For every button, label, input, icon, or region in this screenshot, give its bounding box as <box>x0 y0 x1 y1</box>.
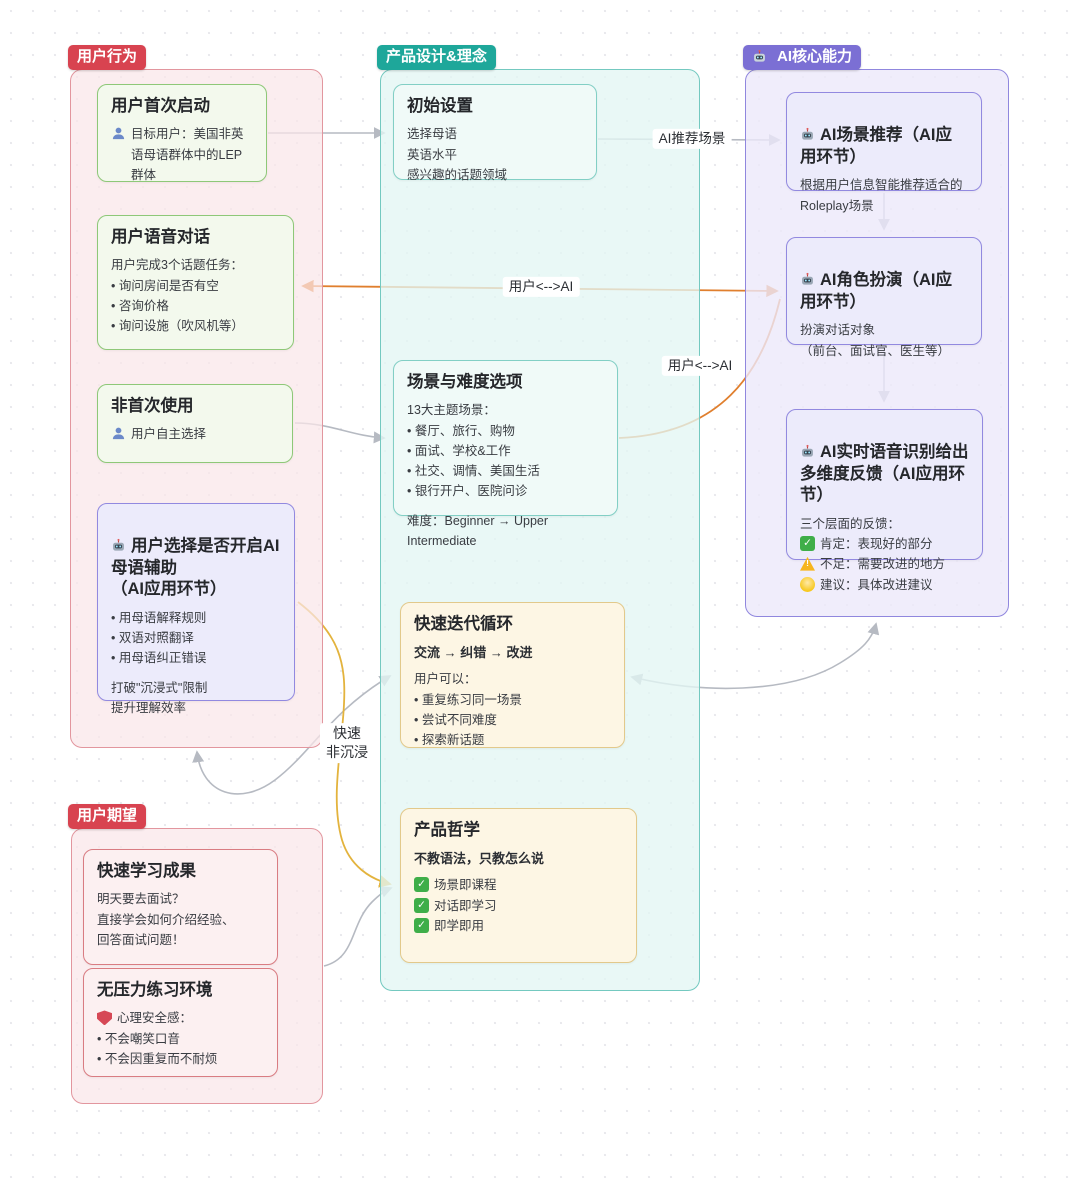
node-quick-results[interactable]: 快速学习成果 明天要去面试？ 直接学会如何介绍经验、 回答面试问题！ <box>83 849 278 965</box>
node-text: • 双语对照翻译 <box>111 631 194 645</box>
robot-icon <box>111 538 126 553</box>
node-text: 感兴趣的话题领域 <box>407 167 508 182</box>
node-title: 快速学习成果 <box>97 862 196 880</box>
node-text: 回答面试问题！ <box>97 932 185 947</box>
node-subtitle: 不教语法，只教怎么说 <box>414 851 545 867</box>
node-title: 场景与难度选项 <box>407 373 523 391</box>
node-first-launch[interactable]: 用户首次启动 目标用户：美国非英语母语群体中的LEP群体 <box>97 84 267 182</box>
node-title: 快速迭代循环 <box>414 615 513 633</box>
node-philosophy[interactable]: 产品哲学 不教语法，只教怎么说 ✓ 场景即课程 ✓ 对话即学习 ✓ 即学即用 <box>400 808 637 963</box>
node-text: 不足：需要改进的地方 <box>820 557 946 572</box>
robot-icon <box>800 127 815 142</box>
tag-label: 用户期望 <box>77 807 138 824</box>
node-text: 明天要去面试？ <box>97 892 185 907</box>
tag-label: 产品设计&理念 <box>386 48 487 65</box>
robot-icon <box>752 49 767 64</box>
node-text: • 询问设施（吹风机等） <box>111 319 244 334</box>
person-icon <box>111 126 126 141</box>
bulb-icon <box>800 576 815 592</box>
node-text: 建议：具体改进建议 <box>820 577 933 592</box>
node-title: 用户选择是否开启AI母语辅助 （AI应用环节） <box>111 537 280 599</box>
node-text: 用户可以： <box>414 672 477 687</box>
node-text: • 银行开户、医院问诊 <box>407 484 528 499</box>
tag-user-expectation[interactable]: 用户期望 <box>68 804 147 829</box>
node-text: • 餐厅、旅行、购物 <box>407 423 515 438</box>
check-icon: ✓ <box>800 536 815 551</box>
node-text: • 咨询价格 <box>111 298 169 313</box>
node-ai-roleplay[interactable]: AI角色扮演（AI应用环节） 扮演对话对象 （前台、面试官、医生等） <box>786 237 982 358</box>
warning-icon: ! <box>800 556 815 571</box>
node-text: 场景即课程 <box>434 878 497 893</box>
check-icon: ✓ <box>414 897 429 913</box>
node-no-pressure[interactable]: 无压力练习环境 心理安全感： • 不会嘲笑口音 • 不会因重复而不耐烦 <box>83 968 278 1077</box>
node-title: 用户首次启动 <box>111 97 210 115</box>
node-text: • 探索新话题 <box>414 733 485 748</box>
edge-label-user-ai-top[interactable]: 用户<-->AI <box>502 276 580 298</box>
node-not-first-use[interactable]: 非首次使用 用户自主选择 <box>97 384 293 463</box>
node-voice-dialog[interactable]: 用户语音对话 用户完成3个话题任务： • 询问房间是否有空 • 咨询价格 • 询… <box>97 215 294 350</box>
node-text: • 用母语解释规则 <box>111 610 207 625</box>
node-text: 心理安全感： <box>117 1011 193 1026</box>
node-ai-scene-rec[interactable]: AI场景推荐（AI应用环节） 根据用户信息智能推荐适合的Roleplay场景 <box>786 92 982 213</box>
check-icon: ✓ <box>414 877 429 893</box>
robot-icon <box>800 444 815 459</box>
node-text: 用户自主选择 <box>131 427 207 442</box>
node-text: 对话即学习 <box>434 898 497 913</box>
node-text: 打破"沉浸式"限制 提升理解效率 <box>111 680 208 715</box>
node-text: 选择母语 <box>407 127 458 142</box>
node-text: • 不会因重复而不耐烦 <box>97 1051 218 1066</box>
node-text: • 尝试不同难度 <box>414 712 497 727</box>
node-text: 肯定：表现好的部分 <box>820 537 933 551</box>
node-title: 无压力练习环境 <box>97 981 213 999</box>
tag-label: AI核心能力 <box>777 48 853 65</box>
node-title: 非首次使用 <box>111 397 194 415</box>
node-text: 英语水平 <box>407 147 458 162</box>
person-icon <box>111 426 126 441</box>
tag-user-behavior[interactable]: 用户行为 <box>68 45 147 70</box>
node-initial-setup[interactable]: 初始设置 选择母语 英语水平 感兴趣的话题领域 <box>393 84 597 182</box>
node-scene-difficulty[interactable]: 场景与难度选项 13大主题场景： • 餐厅、旅行、购物 • 面试、学校&工作 •… <box>393 360 618 548</box>
edge-label-fast-non-immersive[interactable]: 快速 非沉浸 <box>320 723 374 763</box>
node-text: 即学即用 <box>434 918 485 933</box>
node-text: • 社交、调情、美国生活 <box>407 464 540 479</box>
node-title: AI实时语音识别给出多维度反馈（AI应用环节） <box>800 443 969 505</box>
node-text: 三个层面的反馈： <box>800 516 901 531</box>
tag-label: 用户行为 <box>77 48 138 65</box>
node-title: 用户语音对话 <box>111 228 210 246</box>
node-text: • 面试、学校&工作 <box>407 443 511 458</box>
node-subtitle: 交流 → 纠错 → 改进 <box>414 645 533 661</box>
node-text: 直接学会如何介绍经验、 <box>97 912 235 927</box>
node-ai-feedback[interactable]: AI实时语音识别给出多维度反馈（AI应用环节） 三个层面的反馈： ✓ 肯定：表现… <box>786 409 983 592</box>
node-title: 产品哲学 <box>414 821 480 839</box>
edge-label-ai-recommend-scene[interactable]: AI推荐场景 <box>652 128 732 150</box>
check-icon: ✓ <box>414 917 429 933</box>
node-text: • 用母语纠正错误 <box>111 651 207 666</box>
tag-product-design[interactable]: 产品设计&理念 <box>377 45 496 70</box>
node-iteration-loop[interactable]: 快速迭代循环 交流 → 纠错 → 改进 用户可以： • 重复练习同一场景 • 尝… <box>400 602 625 748</box>
tag-ai-core[interactable]: AI核心能力 <box>743 45 862 70</box>
edge-label-user-ai-mid[interactable]: 用户<-->AI <box>661 355 739 377</box>
node-native-assist[interactable]: 用户选择是否开启AI母语辅助 （AI应用环节） • 用母语解释规则 • 双语对照… <box>97 503 295 715</box>
node-text: • 重复练习同一场景 <box>414 692 522 707</box>
shield-icon <box>97 1010 112 1026</box>
node-text: 扮演对话对象 （前台、面试官、医生等） <box>800 323 951 358</box>
node-text: • 询问房间是否有空 <box>111 278 219 293</box>
node-text: 目标用户：美国非英语母语群体中的LEP群体 <box>131 127 244 182</box>
edge-user-behavior-to-iteration-loop <box>192 675 392 795</box>
node-text: 13大主题场景： <box>407 403 496 418</box>
node-text: 用户完成3个话题任务： <box>111 258 243 273</box>
node-title: AI角色扮演（AI应用环节） <box>800 271 952 311</box>
node-text: 根据用户信息智能推荐适合的Roleplay场景 <box>800 178 963 213</box>
node-difficulty-text: 难度：Beginner → Upper Intermediate <box>407 513 549 548</box>
robot-icon <box>800 272 815 287</box>
node-title: AI场景推荐（AI应用环节） <box>800 126 952 166</box>
node-text: • 不会嘲笑口音 <box>97 1031 180 1046</box>
node-title: 初始设置 <box>407 97 473 115</box>
